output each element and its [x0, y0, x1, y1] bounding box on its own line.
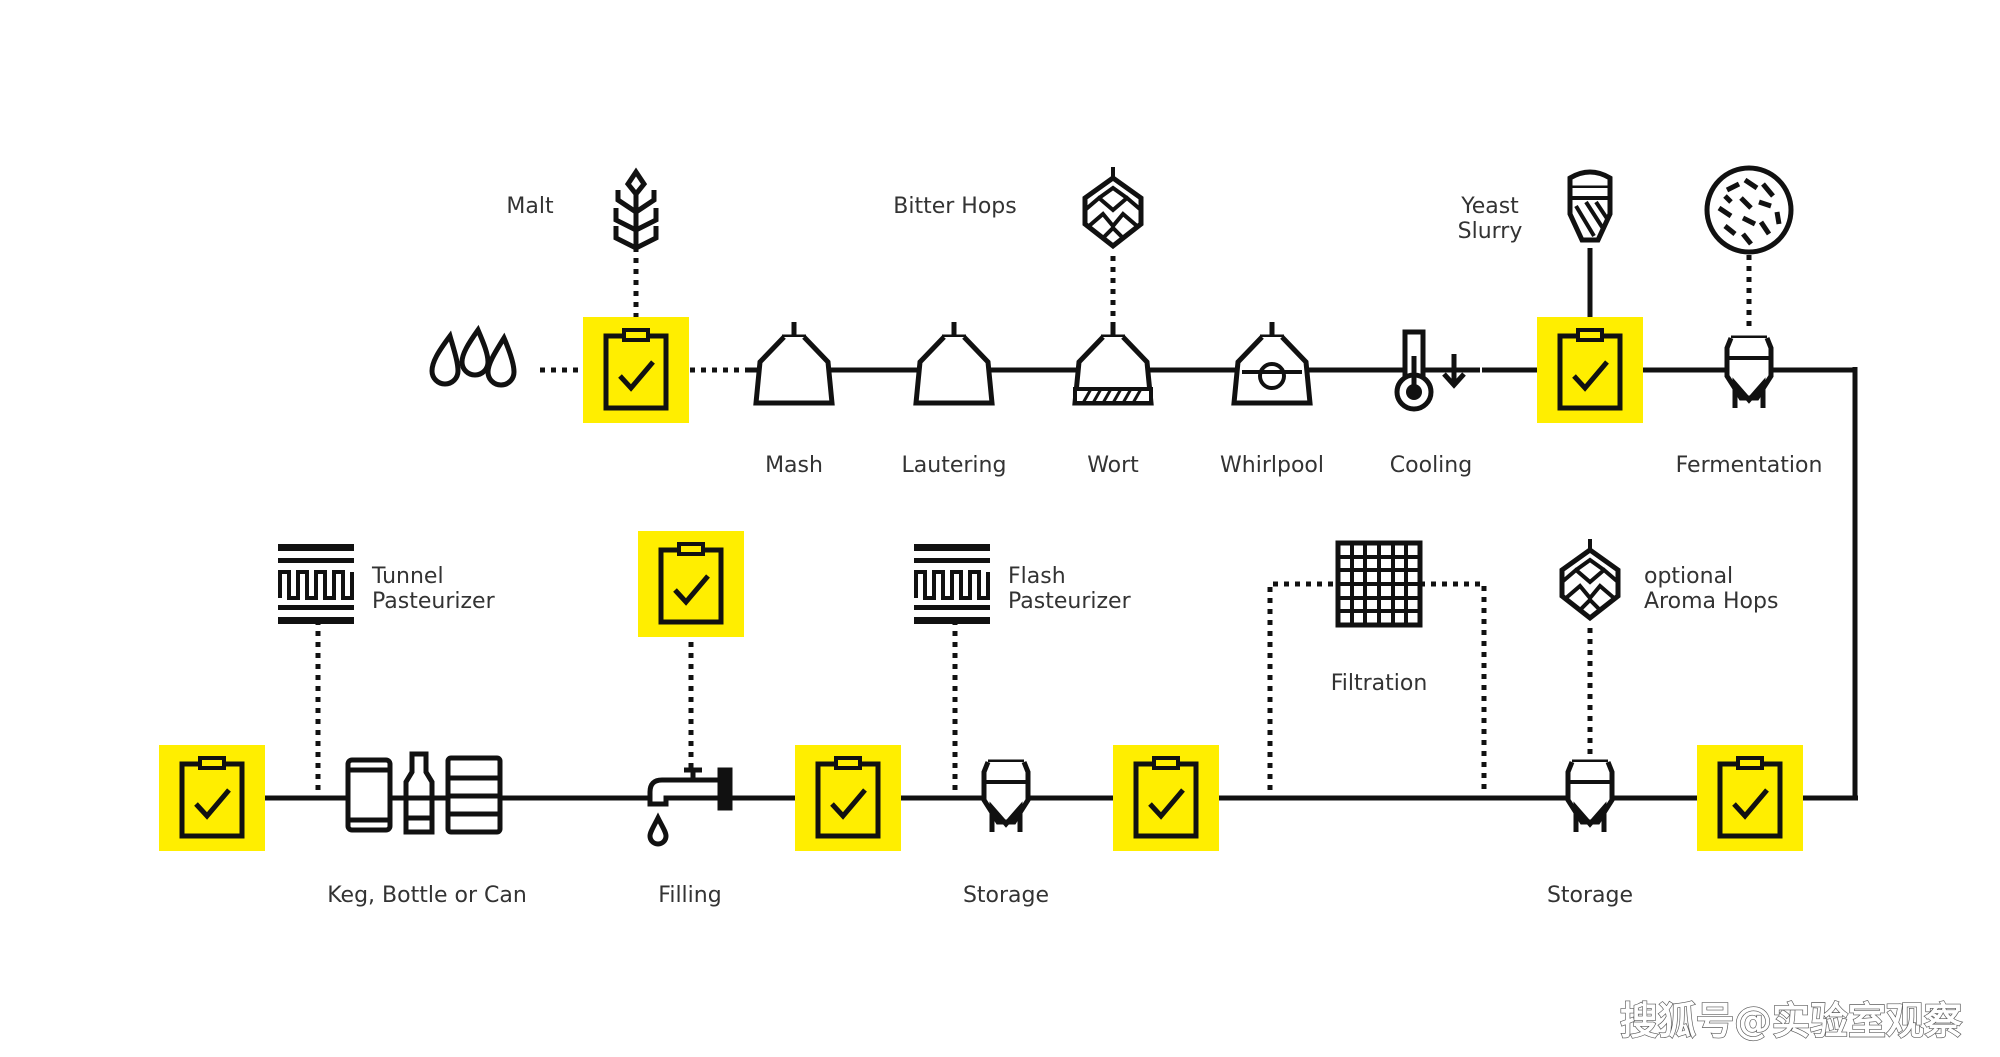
filling-label: Filling — [658, 883, 721, 908]
quality-check-6 — [159, 745, 265, 851]
malt-label: Malt — [506, 194, 554, 219]
quality-check-4 — [795, 745, 901, 851]
fermentation-label: Fermentation — [1676, 453, 1823, 478]
thermometer-icon — [1394, 329, 1466, 412]
yeast-slurry-label-line1: Yeast — [1460, 194, 1519, 219]
bitter-hops-label: Bitter Hops — [893, 194, 1016, 219]
quality-check-clipboard-icon — [1113, 745, 1219, 851]
whirlpool-icon — [1234, 322, 1310, 403]
yeast-silo-icon — [1567, 169, 1613, 243]
quality-check-clipboard-icon — [638, 531, 744, 637]
storage-1-label: Storage — [963, 883, 1049, 908]
wort-kettle-icon — [1075, 322, 1151, 403]
storage-tank-icon-1 — [984, 762, 1028, 832]
quality-check-clipboard-icon — [1537, 317, 1643, 423]
quality-check-clipboard-icon — [1697, 745, 1803, 851]
lautering-label: Lautering — [902, 453, 1007, 478]
keg-icon — [445, 755, 503, 835]
quality-check-3 — [1113, 745, 1219, 851]
watermark: 搜狐号@实验室观察 — [1620, 999, 1962, 1043]
storage-tank-icon-2 — [1568, 762, 1612, 832]
tunnel-pasteurizer-label-line1: Tunnel — [371, 564, 444, 589]
tap-icon — [647, 767, 733, 847]
cooling-label: Cooling — [1390, 453, 1472, 478]
flash-pasteurizer-label-line2: Pasteurizer — [1008, 589, 1132, 614]
aroma-hop-cone-icon — [1562, 539, 1618, 618]
wort-label: Wort — [1087, 453, 1139, 478]
fermenter-icon — [1727, 338, 1771, 408]
quality-check-2 — [1537, 317, 1643, 423]
whirlpool-label: Whirlpool — [1220, 453, 1324, 478]
filter-grid-icon — [1335, 540, 1423, 628]
storage-2-label: Storage — [1547, 883, 1633, 908]
wheat-icon — [613, 167, 659, 252]
flash-pasteurizer-label-line1: Flash — [1008, 564, 1066, 589]
quality-check-7 — [1697, 745, 1803, 851]
tunnel-pasteurizer-label-line2: Pasteurizer — [372, 589, 496, 614]
quality-check-1 — [583, 317, 689, 423]
hop-cone-icon — [1085, 167, 1141, 246]
quality-check-clipboard-icon — [159, 745, 265, 851]
tunnel-pasteurizer-icon — [276, 542, 356, 626]
water-drops-icon — [429, 324, 517, 388]
yeast-slurry-label-line2: Slurry — [1458, 219, 1523, 244]
mash-tun-icon — [756, 322, 832, 403]
flash-pasteurizer-icon — [912, 542, 992, 626]
keg-bottle-can-label: Keg, Bottle or Can — [327, 883, 527, 908]
mash-label: Mash — [765, 453, 823, 478]
quality-check-clipboard-icon — [795, 745, 901, 851]
keg-bottle-can-icon — [345, 751, 503, 835]
aroma-hops-label-line2: Aroma Hops — [1644, 589, 1778, 614]
can-icon — [345, 757, 393, 833]
yeast-culture-icon — [1704, 165, 1794, 255]
filtration-label: Filtration — [1331, 671, 1428, 696]
lauter-tun-icon — [916, 322, 992, 403]
quality-check-5 — [638, 531, 744, 637]
aroma-hops-label-line1: optional — [1644, 564, 1733, 589]
quality-check-clipboard-icon — [583, 317, 689, 423]
bottle-icon — [403, 751, 435, 835]
